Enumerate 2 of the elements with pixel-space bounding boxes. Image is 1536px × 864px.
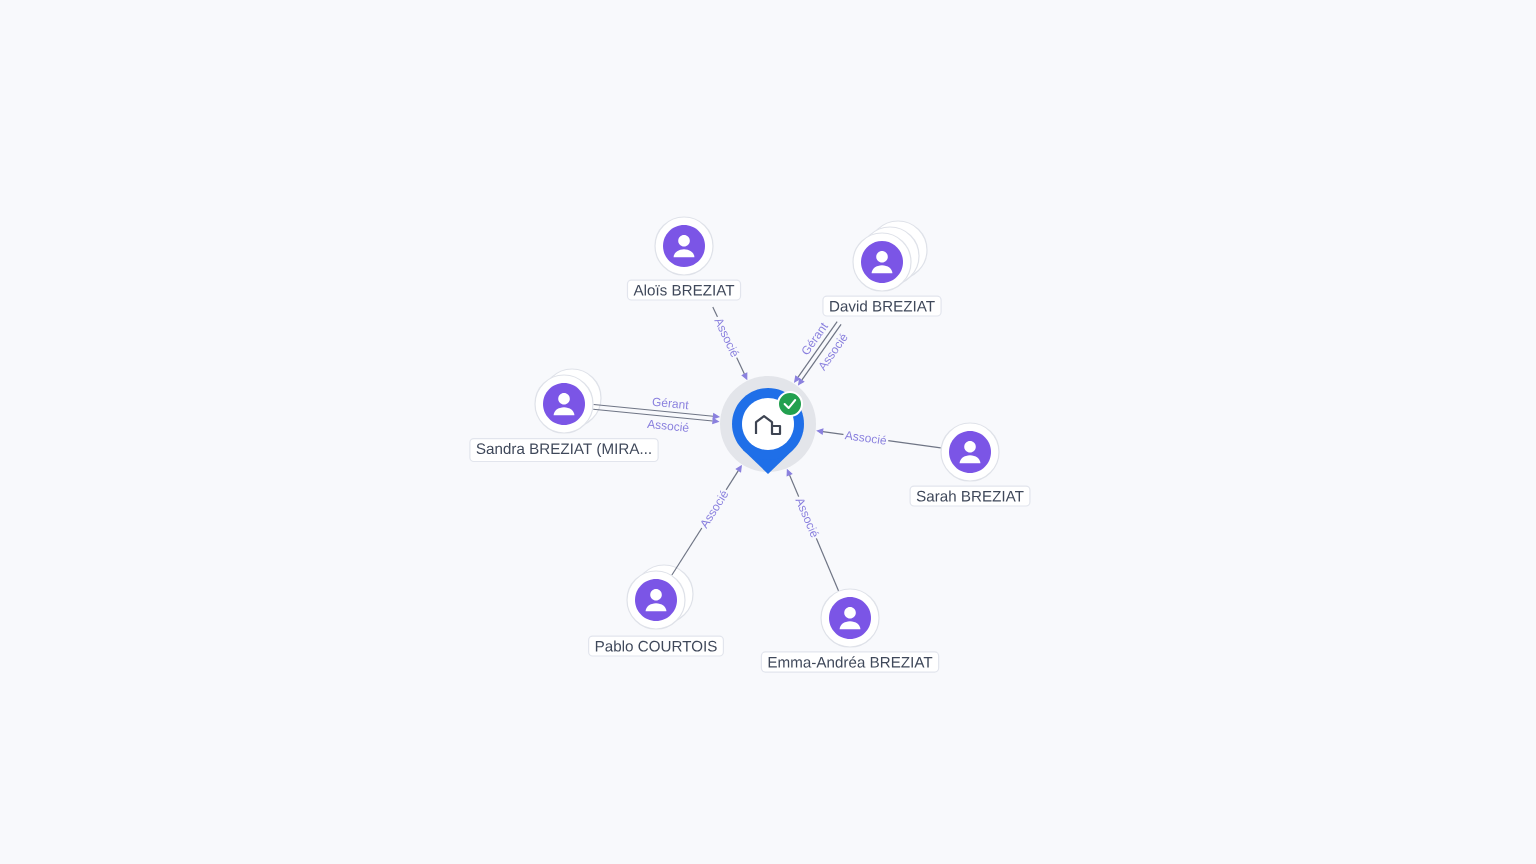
arrow [816, 428, 942, 449]
arrow [593, 403, 720, 420]
